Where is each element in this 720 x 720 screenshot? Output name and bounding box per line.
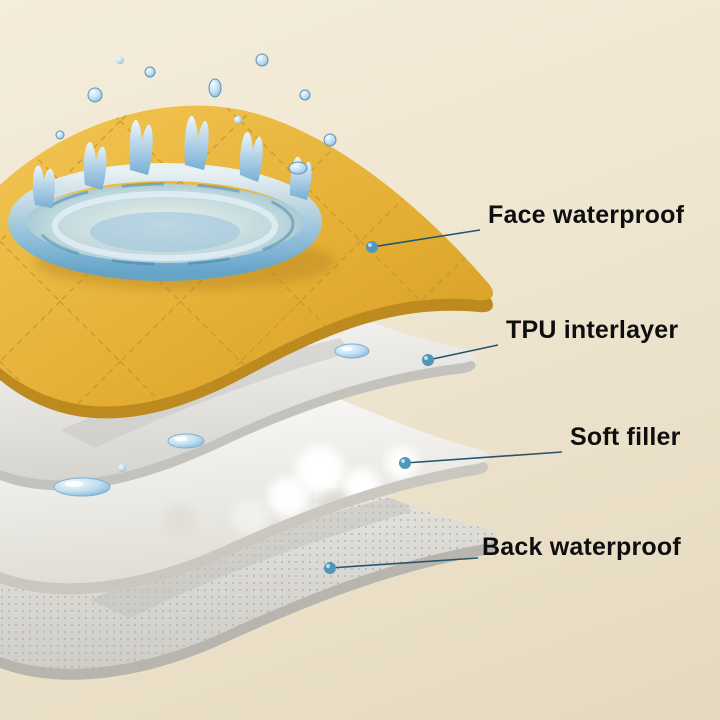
leader-line-back (329, 557, 479, 569)
fluff-texture (164, 446, 418, 536)
water-splash (8, 53, 337, 281)
leader-lines (329, 229, 563, 569)
callout-dot-face (366, 241, 378, 253)
water-droplets (55, 53, 337, 175)
callout-label-tpu-interlayer: TPU interlayer (506, 316, 679, 344)
callout-dot-back (324, 562, 336, 574)
callout-dot-soft (399, 457, 411, 469)
splash-spikes (32, 115, 312, 208)
water-puddles (53, 343, 370, 497)
callout-dot-tpu (422, 354, 434, 366)
leader-line-tpu (427, 344, 499, 361)
layer-back-waterproof (0, 437, 498, 680)
callout-dots (324, 241, 434, 574)
callout-label-face-waterproof: Face waterproof (488, 201, 685, 229)
layer-soft-filler (0, 357, 489, 595)
leader-line-soft (404, 451, 563, 464)
callout-label-back-waterproof: Back waterproof (482, 533, 681, 561)
callout-label-soft-filler: Soft filler (570, 423, 681, 451)
leader-line-face (371, 229, 481, 248)
